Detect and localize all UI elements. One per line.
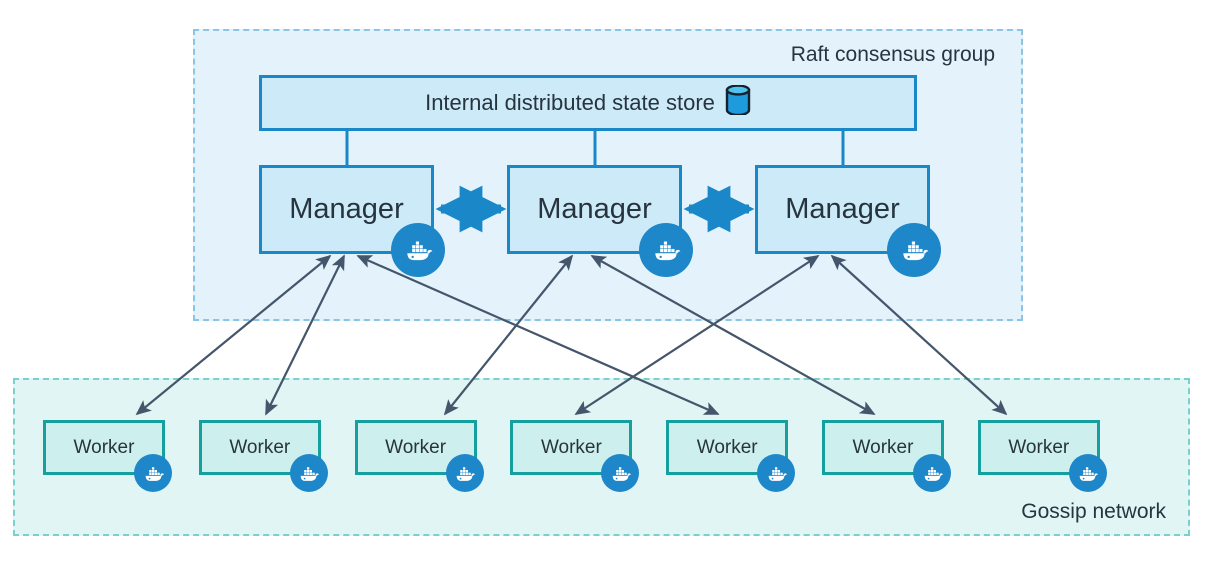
- worker-3-label: Worker: [540, 436, 602, 458]
- docker-whale-icon-manager-0: [391, 223, 445, 277]
- docker-whale-icon-worker-2: [445, 454, 484, 492]
- manager-node-1[interactable]: Manager: [507, 165, 682, 254]
- worker-1-label: Worker: [229, 436, 291, 458]
- manager-node-2[interactable]: Manager: [755, 165, 930, 254]
- internal-state-store-box[interactable]: Internal distributed state store: [259, 75, 917, 131]
- docker-whale-icon-worker-6: [1068, 454, 1107, 492]
- worker-5-label: Worker: [852, 436, 914, 458]
- gossip-group-label: Gossip network: [1021, 500, 1166, 523]
- worker-node-0[interactable]: Worker: [43, 420, 165, 475]
- manager-2-label: Manager: [785, 193, 900, 225]
- manager-0-label: Manager: [289, 193, 404, 225]
- docker-whale-icon-worker-3: [601, 454, 640, 492]
- database-cylinder-icon: [725, 84, 751, 121]
- raft-group-label: Raft consensus group: [790, 43, 995, 66]
- worker-node-2[interactable]: Worker: [354, 420, 477, 475]
- manager-1-label: Manager: [537, 193, 652, 225]
- state-store-label: Internal distributed state store: [425, 90, 715, 115]
- docker-whale-icon-manager-2: [887, 223, 941, 277]
- docker-whale-icon-worker-1: [289, 454, 328, 492]
- docker-whale-icon-worker-5: [913, 454, 951, 492]
- worker-0-label: Worker: [73, 436, 135, 458]
- worker-2-label: Worker: [385, 436, 447, 458]
- docker-whale-icon-worker-0: [134, 454, 172, 492]
- worker-6-label: Worker: [1008, 436, 1070, 458]
- docker-whale-icon-manager-1: [639, 223, 693, 277]
- docker-whale-icon-worker-4: [757, 454, 796, 492]
- worker-4-label: Worker: [696, 436, 758, 458]
